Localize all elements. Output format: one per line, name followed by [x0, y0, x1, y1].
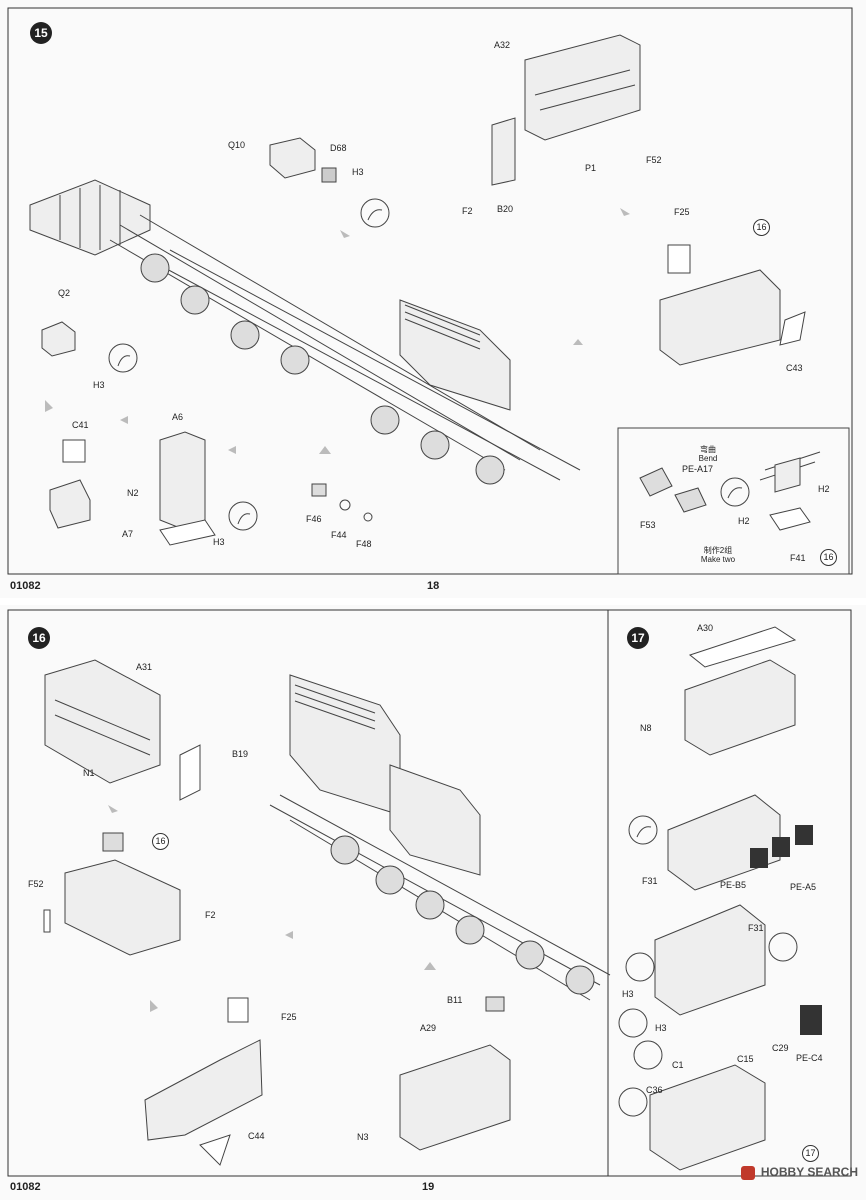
instruction-page-18: 15 A32 Q10 D68 H3 P1 F52 F2 B20 F25 16 C… — [0, 0, 866, 598]
page-number: 19 — [422, 1181, 435, 1193]
part-label-h3: H3 — [213, 537, 225, 547]
part-label-b11: B11 — [447, 995, 463, 1005]
watermark: HOBBY SEARCH — [740, 1165, 858, 1180]
part-label-c36: C36 — [646, 1085, 663, 1095]
part-label-f25: F25 — [674, 207, 690, 217]
part-label-h2: H2 — [818, 484, 830, 494]
part-label-h2: H2 — [738, 516, 750, 526]
step-reference-circle: 16 — [152, 833, 169, 850]
part-label-h3: H3 — [655, 1023, 667, 1033]
make-two-label-chinese: 制作2组 — [703, 546, 733, 555]
part-label-c43: C43 — [786, 363, 803, 373]
part-label-a32: A32 — [494, 40, 511, 50]
step-reference-circle: 17 — [802, 1145, 819, 1162]
step-number-badge: 17 — [627, 627, 649, 649]
part-label-f48: F48 — [356, 539, 372, 549]
part-label-f2: F2 — [205, 910, 216, 920]
part-label-h3: H3 — [622, 989, 634, 999]
part-label-n3: N3 — [357, 1132, 369, 1142]
watermark-text: HOBBY SEARCH — [760, 1165, 858, 1180]
part-label-n2: N2 — [127, 488, 139, 498]
part-label-pe-a17: PE-A17 — [682, 464, 714, 474]
part-label-b19: B19 — [232, 749, 249, 759]
part-label-c1: C1 — [672, 1060, 684, 1070]
part-label-n1: N1 — [83, 768, 95, 778]
step-reference-circle: 16 — [820, 549, 837, 566]
part-label-a6: A6 — [172, 412, 184, 422]
step-reference-circle: 16 — [753, 219, 770, 236]
step-number-badge: 16 — [28, 627, 50, 649]
part-label-c41: C41 — [72, 420, 89, 430]
step-15-assembly-drawing — [7, 7, 853, 575]
part-label-f52: F52 — [646, 155, 662, 165]
part-label-f53: F53 — [640, 520, 656, 530]
part-label-c29: C29 — [772, 1043, 789, 1053]
part-label-pe-a5: PE-A5 — [790, 882, 817, 892]
bend-label: Bend — [698, 454, 718, 463]
part-label-a30: A30 — [697, 623, 714, 633]
hobby-search-logo-icon — [740, 1166, 755, 1180]
step-number-badge: 15 — [30, 22, 52, 44]
instruction-page-19: 16 17 A31 B19 N1 16 F52 F2 F25 C44 B11 A… — [0, 605, 866, 1200]
kit-code: 01082 — [10, 1181, 41, 1193]
part-label-f31: F31 — [748, 923, 764, 933]
part-label-q2: Q2 — [58, 288, 71, 298]
step-16-17-assembly-drawing — [7, 609, 852, 1177]
part-label-c44: C44 — [248, 1131, 265, 1141]
part-label-h3: H3 — [93, 380, 105, 390]
part-label-b20: B20 — [497, 204, 514, 214]
part-label-pe-b5: PE-B5 — [720, 880, 747, 890]
part-label-f25: F25 — [281, 1012, 297, 1022]
part-label-a7: A7 — [122, 529, 134, 539]
part-label-a31: A31 — [136, 662, 153, 672]
part-label-h3: H3 — [352, 167, 364, 177]
part-label-n8: N8 — [640, 723, 652, 733]
part-label-pe-c4: PE-C4 — [796, 1053, 823, 1063]
part-label-p1: P1 — [585, 163, 597, 173]
part-label-a29: A29 — [420, 1023, 437, 1033]
page-number: 18 — [427, 580, 440, 592]
make-two-label: Make two — [700, 555, 736, 564]
part-label-q10: Q10 — [228, 140, 246, 150]
part-label-c15: C15 — [737, 1054, 754, 1064]
part-label-f44: F44 — [331, 530, 347, 540]
kit-code: 01082 — [10, 580, 41, 592]
part-label-f2: F2 — [462, 206, 473, 216]
bend-label-chinese: 弯曲 — [700, 445, 716, 454]
part-label-f31: F31 — [642, 876, 658, 886]
part-label-f41: F41 — [790, 553, 806, 563]
part-label-f52: F52 — [28, 879, 44, 889]
part-label-f46: F46 — [306, 514, 322, 524]
part-label-d68: D68 — [330, 143, 347, 153]
